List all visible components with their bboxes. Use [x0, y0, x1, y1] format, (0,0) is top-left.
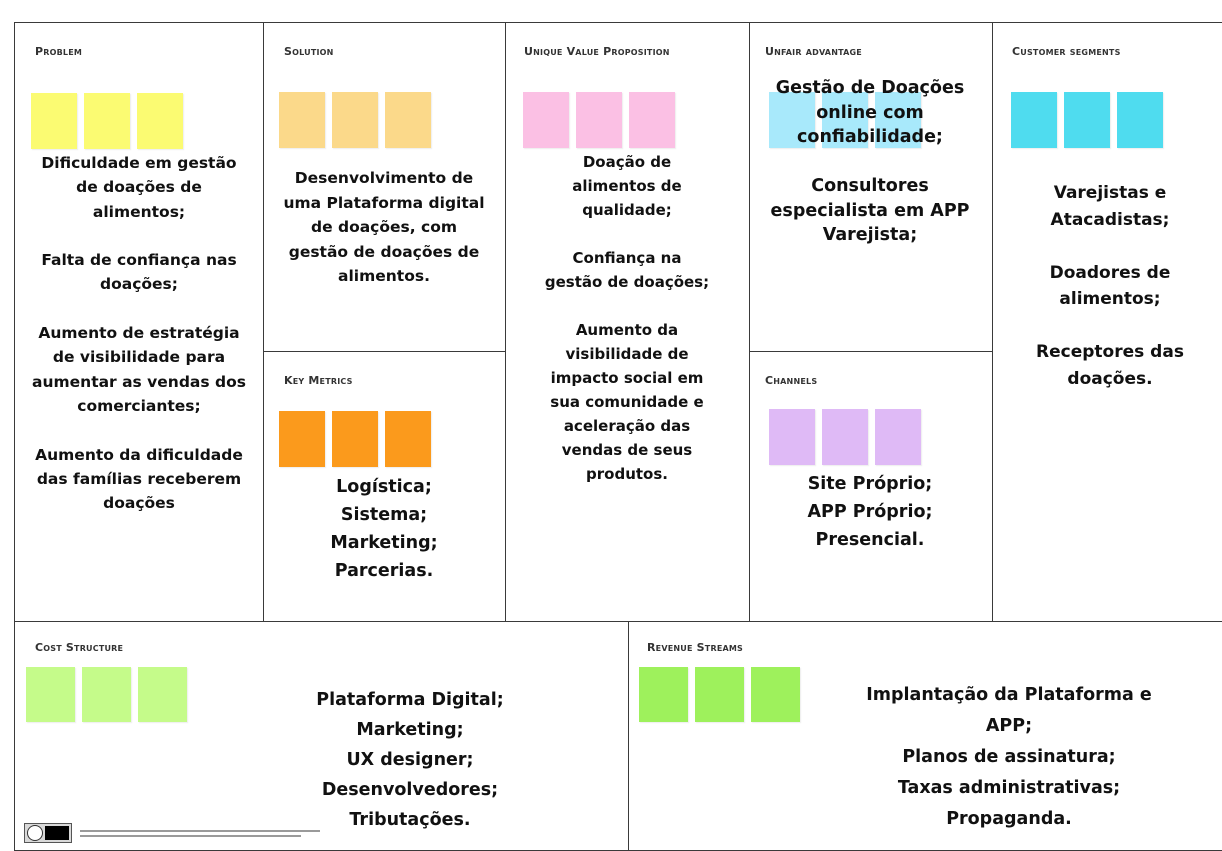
section-title: Problem	[35, 45, 83, 58]
section-title: Customer segments	[1012, 45, 1121, 58]
section-title: Revenue Streams	[647, 641, 743, 654]
section-title: Solution	[284, 45, 334, 58]
section-content: Dificuldade em gestão de doações de alim…	[32, 154, 246, 513]
sticky-note	[385, 411, 431, 467]
fine-print-line	[80, 829, 320, 832]
sticky-notes	[769, 92, 921, 148]
sticky-note	[822, 92, 868, 148]
key-metrics-section: Key Metrics Logística; Sistema; Marketin…	[263, 351, 506, 622]
sticky-note	[84, 93, 130, 149]
revenue-streams-section: Revenue Streams Implantação da Plataform…	[628, 621, 1222, 851]
sticky-note	[629, 92, 675, 148]
sticky-note	[138, 667, 187, 722]
license-badge	[24, 823, 320, 843]
sticky-note	[523, 92, 569, 148]
sticky-note	[1011, 92, 1057, 148]
cc-icon	[27, 825, 43, 841]
section-content: Gestão de Doações online com confiabilid…	[770, 78, 970, 245]
sticky-note	[332, 411, 378, 467]
sticky-note	[31, 93, 77, 149]
section-title: Channels	[765, 374, 818, 387]
sticky-note	[822, 409, 868, 465]
sticky-note	[1117, 92, 1163, 148]
sticky-note	[576, 92, 622, 148]
sticky-note	[332, 92, 378, 148]
sticky-notes	[523, 92, 675, 148]
unique-value-proposition-section: Unique Value Proposition Doação de alime…	[505, 22, 750, 622]
creative-commons-logo	[24, 823, 72, 843]
fine-print-line	[80, 834, 301, 837]
section-content: Logística; Sistema; Marketing; Parcerias…	[330, 477, 438, 581]
unfair-advantage-section: Unfair advantage Gestão de Doações onlin…	[749, 22, 993, 352]
sticky-note	[875, 409, 921, 465]
section-content: Doação de alimentos de qualidade; Confia…	[544, 153, 710, 483]
customer-segments-section: Customer segments Varejistas e Atacadist…	[992, 22, 1222, 622]
sticky-note	[279, 411, 325, 467]
sticky-note	[385, 92, 431, 148]
sticky-note	[639, 667, 688, 722]
sticky-notes	[279, 411, 431, 467]
sticky-note	[279, 92, 325, 148]
sticky-notes	[769, 409, 921, 465]
problem-section: Problem Dificuldade em gestão de doações…	[14, 22, 264, 622]
license-fine-print	[80, 829, 320, 837]
section-title: Key Metrics	[284, 374, 353, 387]
section-content: Implantação da Plataforma e APP; Planos …	[866, 685, 1152, 829]
sticky-note	[137, 93, 183, 149]
section-content: Plataforma Digital; Marketing; UX design…	[316, 690, 504, 830]
sticky-note	[82, 667, 131, 722]
solution-section: Solution Desenvolvimento de uma Platafor…	[263, 22, 506, 352]
sticky-notes	[31, 93, 183, 149]
sticky-notes	[26, 667, 187, 722]
section-content: Varejistas e Atacadistas; Doadores de al…	[1036, 183, 1184, 389]
by-icon	[45, 826, 69, 840]
section-content: Desenvolvimento de uma Plataforma digita…	[283, 169, 485, 285]
sticky-note	[751, 667, 800, 722]
sticky-notes	[279, 92, 431, 148]
sticky-notes	[1011, 92, 1163, 148]
section-title: Unique Value Proposition	[524, 45, 670, 58]
sticky-note	[875, 92, 921, 148]
section-title: Unfair advantage	[765, 45, 862, 58]
sticky-notes	[639, 667, 800, 722]
sticky-note	[26, 667, 75, 722]
sticky-note	[695, 667, 744, 722]
sticky-note	[769, 409, 815, 465]
section-title: Cost Structure	[35, 641, 124, 654]
sticky-note	[769, 92, 815, 148]
sticky-note	[1064, 92, 1110, 148]
channels-section: Channels Site Próprio; APP Próprio; Pres…	[749, 351, 993, 622]
section-content: Site Próprio; APP Próprio; Presencial.	[807, 474, 933, 550]
cost-structure-section: Cost Structure Plataforma Digital; Marke…	[14, 621, 629, 851]
